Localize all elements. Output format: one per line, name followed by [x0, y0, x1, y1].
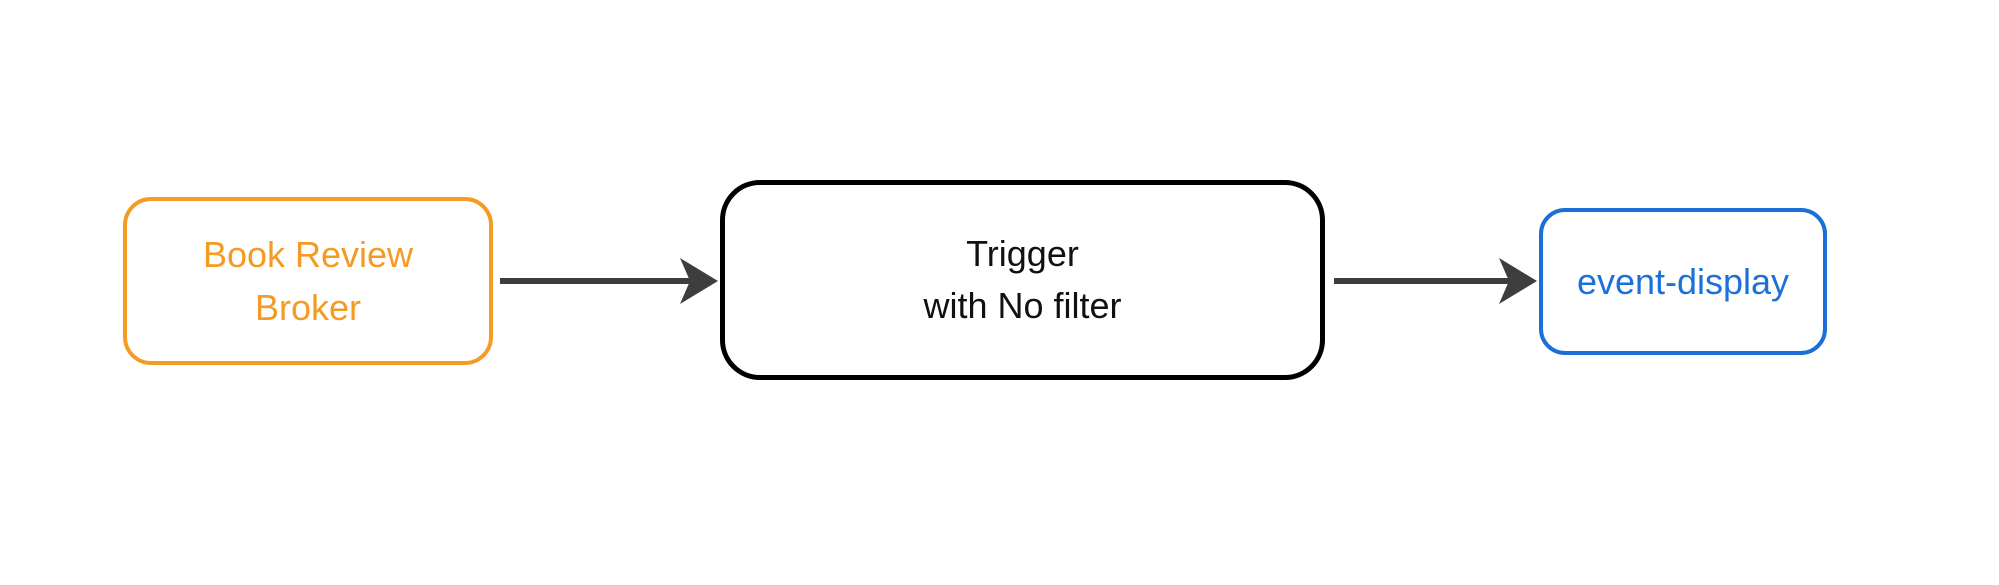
node-event-display: event-display	[1539, 208, 1827, 355]
arrowhead-icon	[680, 258, 718, 304]
node-label-line: with No filter	[923, 285, 1122, 326]
node-trigger-with-no-filter: Trigger with No filter	[720, 180, 1325, 380]
node-book-review-broker: Book Review Broker	[123, 197, 493, 365]
node-label-line: Broker	[254, 287, 362, 328]
arrow-broker-to-trigger	[500, 258, 718, 304]
node-label-line: event-display	[1576, 260, 1790, 302]
node-label-line: Trigger	[966, 233, 1079, 274]
arrowhead-icon	[1499, 258, 1537, 304]
arrow-trigger-to-event-display	[1334, 258, 1537, 304]
node-label-line: Book Review	[202, 234, 414, 275]
